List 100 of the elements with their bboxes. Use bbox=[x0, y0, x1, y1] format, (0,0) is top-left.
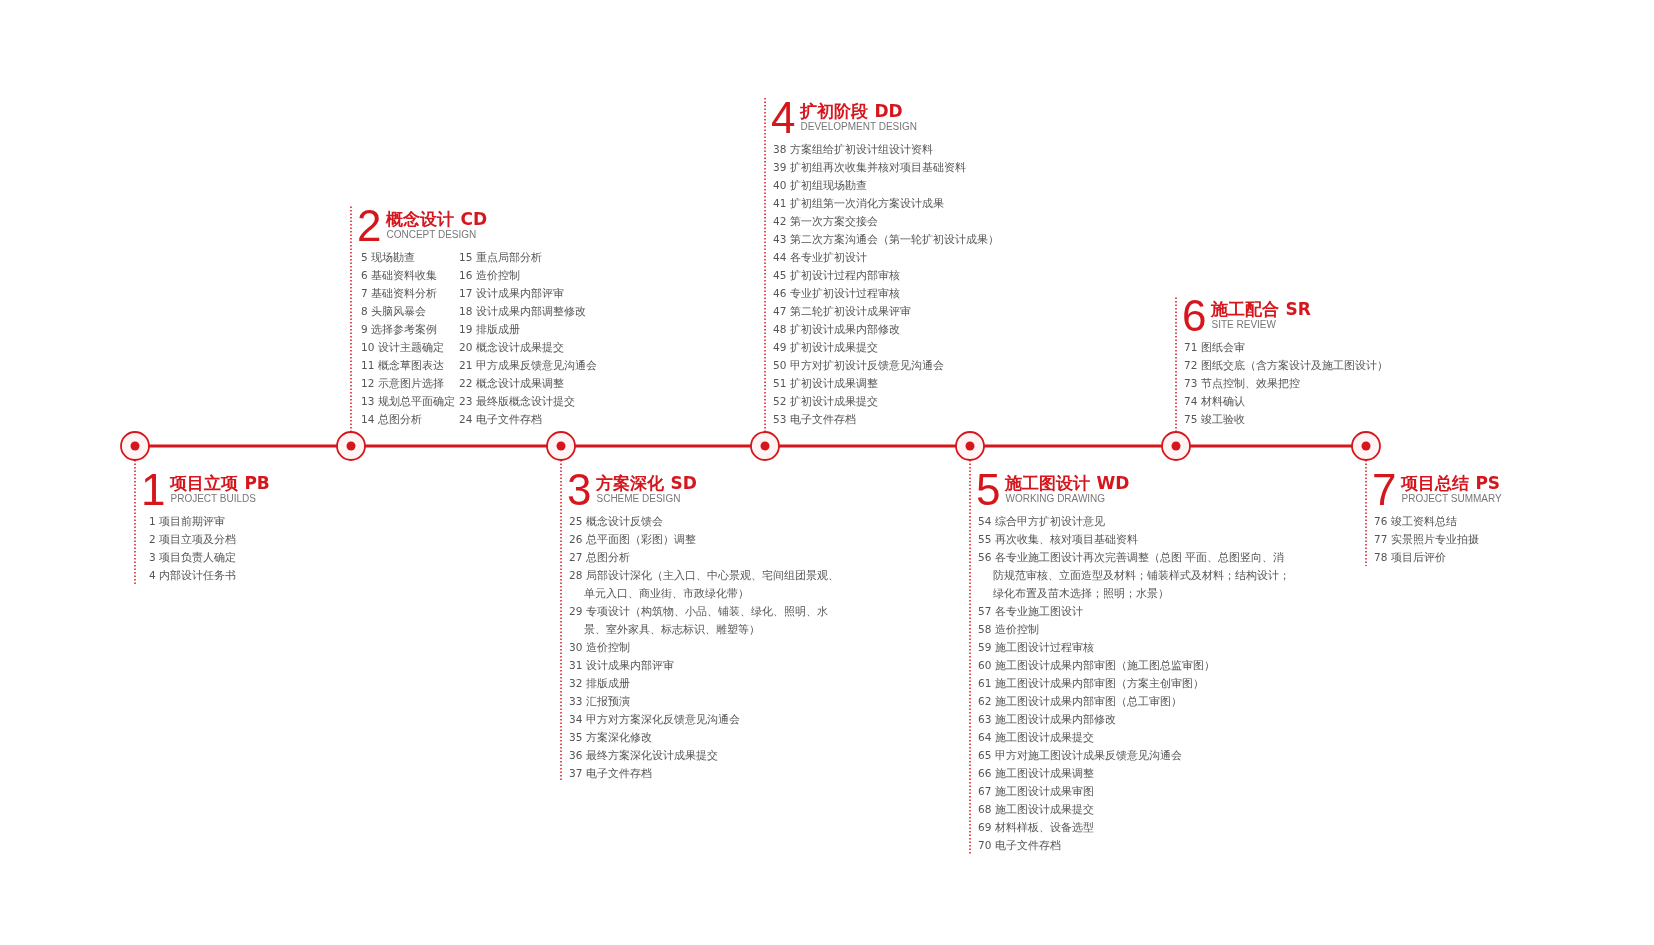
task-item: 57 各专业施工图设计 bbox=[978, 604, 1083, 619]
leader-line bbox=[1365, 459, 1367, 567]
phase-title: 概念设计 CD bbox=[386, 209, 487, 229]
phase-number: 5 bbox=[976, 470, 1001, 510]
task-item: 41 扩初组第一次消化方案设计成果 bbox=[773, 196, 944, 211]
task-item: 13 规划总平面确定 bbox=[361, 394, 455, 409]
phase-title: 施工图设计 WD bbox=[1005, 473, 1130, 493]
task-item: 55 再次收集、核对项目基础资料 bbox=[978, 532, 1138, 547]
task-item: 73 节点控制、效果把控 bbox=[1184, 376, 1300, 391]
task-item: 29 专项设计（构筑物、小品、铺装、绿化、照明、水景、室外家具、标志标识、雕塑等） bbox=[569, 604, 829, 637]
task-item: 25 概念设计反馈会 bbox=[569, 514, 663, 529]
task-item: 78 项目后评价 bbox=[1374, 550, 1446, 565]
task-item: 56 各专业施工图设计再次完善调整（总图 平面、总图竖向、消防规范审核、立面造型及材料；铺装样式及材料；结构设计；绿化布置及苗木选择；照明；水景） bbox=[978, 550, 1291, 601]
task-item: 5 现场勘查 bbox=[361, 250, 416, 265]
task-item: 10 设计主题确定 bbox=[361, 340, 444, 355]
task-item: 51 扩初设计成果调整 bbox=[773, 376, 878, 391]
phase-title: 扩初阶段 DD bbox=[800, 101, 903, 121]
task-item: 43 第二次方案沟通会（第一轮扩初设计成果） bbox=[773, 232, 999, 247]
task-item: 63 施工图设计成果内部修改 bbox=[978, 712, 1116, 727]
task-item: 62 施工图设计成果内部审图（总工审图） bbox=[978, 694, 1182, 709]
task-item: 77 实景照片专业拍摄 bbox=[1374, 532, 1479, 547]
task-item: 14 总图分析 bbox=[361, 412, 422, 427]
task-item: 34 甲方对方案深化反馈意见沟通会 bbox=[569, 712, 740, 727]
phase-number: 7 bbox=[1372, 470, 1397, 510]
task-item: 31 设计成果内部评审 bbox=[569, 658, 674, 673]
task-item: 72 图纸交底（含方案设计及施工图设计） bbox=[1184, 358, 1388, 373]
milestone-marker bbox=[953, 429, 987, 463]
task-item: 42 第一次方案交接会 bbox=[773, 214, 878, 229]
milestone-marker bbox=[544, 429, 578, 463]
phase-title: 项目立项 PB bbox=[170, 473, 270, 493]
milestone-marker bbox=[1159, 429, 1193, 463]
milestone-marker bbox=[748, 429, 782, 463]
task-item: 37 电子文件存档 bbox=[569, 766, 652, 781]
task-item: 2 项目立项及分档 bbox=[149, 532, 237, 547]
task-item: 7 基础资料分析 bbox=[361, 286, 438, 301]
task-item: 9 选择参考案例 bbox=[361, 322, 438, 337]
phase-subtitle: CONCEPT DESIGN bbox=[386, 229, 477, 241]
phase-number: 4 bbox=[771, 98, 796, 138]
task-item: 24 电子文件存档 bbox=[459, 412, 542, 427]
task-item: 36 最终方案深化设计成果提交 bbox=[569, 748, 718, 763]
task-item: 26 总平面图（彩图）调整 bbox=[569, 532, 696, 547]
task-item: 23 最终版概念设计提交 bbox=[459, 394, 575, 409]
phase-title: 方案深化 SD bbox=[596, 473, 697, 493]
phase-number: 2 bbox=[357, 206, 382, 246]
task-item: 11 概念草图表达 bbox=[361, 358, 444, 373]
timeline-line bbox=[1190, 444, 1352, 448]
leader-line bbox=[134, 459, 136, 585]
phase-number: 3 bbox=[567, 470, 592, 510]
task-item: 47 第二轮扩初设计成果评审 bbox=[773, 304, 911, 319]
task-item: 33 汇报预演 bbox=[569, 694, 630, 709]
leader-line bbox=[969, 459, 971, 855]
phase-subtitle: PROJECT BUILDS bbox=[170, 493, 256, 505]
task-item: 53 电子文件存档 bbox=[773, 412, 856, 427]
phase-number: 1 bbox=[141, 470, 166, 510]
task-item: 54 综合甲方扩初设计意见 bbox=[978, 514, 1105, 529]
task-item: 67 施工图设计成果审图 bbox=[978, 784, 1094, 799]
task-item: 59 施工图设计过程审核 bbox=[978, 640, 1094, 655]
task-item: 17 设计成果内部评审 bbox=[459, 286, 564, 301]
task-item: 35 方案深化修改 bbox=[569, 730, 652, 745]
timeline-line bbox=[575, 444, 751, 448]
task-item: 48 扩初设计成果内部修改 bbox=[773, 322, 900, 337]
milestone-marker bbox=[334, 429, 368, 463]
task-item: 16 造价控制 bbox=[459, 268, 520, 283]
phase-subtitle: PROJECT SUMMARY bbox=[1401, 493, 1502, 505]
task-item: 32 排版成册 bbox=[569, 676, 630, 691]
phase-subtitle: SITE REVIEW bbox=[1211, 319, 1276, 331]
task-item: 8 头脑风暴会 bbox=[361, 304, 427, 319]
timeline-line bbox=[365, 444, 547, 448]
timeline-line bbox=[149, 444, 337, 448]
task-item: 1 项目前期评审 bbox=[149, 514, 226, 529]
task-item: 66 施工图设计成果调整 bbox=[978, 766, 1094, 781]
task-item: 6 基础资料收集 bbox=[361, 268, 438, 283]
task-item: 52 扩初设计成果提交 bbox=[773, 394, 878, 409]
task-item: 20 概念设计成果提交 bbox=[459, 340, 564, 355]
task-item: 50 甲方对扩初设计反馈意见沟通会 bbox=[773, 358, 944, 373]
task-item: 46 专业扩初设计过程审核 bbox=[773, 286, 900, 301]
task-item: 69 材料样板、设备选型 bbox=[978, 820, 1094, 835]
task-item: 64 施工图设计成果提交 bbox=[978, 730, 1094, 745]
timeline-line bbox=[779, 444, 956, 448]
task-item: 28 局部设计深化（主入口、中心景观、宅间组团景观、单元入口、商业街、市政绿化带） bbox=[569, 568, 840, 601]
phase-subtitle: WORKING DRAWING bbox=[1005, 493, 1106, 505]
task-item: 19 排版成册 bbox=[459, 322, 520, 337]
task-item: 39 扩初组再次收集并核对项目基础资料 bbox=[773, 160, 966, 175]
task-item: 38 方案组给扩初设计组设计资料 bbox=[773, 142, 933, 157]
phase-number: 6 bbox=[1182, 296, 1207, 336]
task-item: 40 扩初组现场勘查 bbox=[773, 178, 867, 193]
task-item: 21 甲方成果反馈意见沟通会 bbox=[459, 358, 597, 373]
task-item: 61 施工图设计成果内部审图（方案主创审图） bbox=[978, 676, 1204, 691]
task-item: 71 图纸会审 bbox=[1184, 340, 1245, 355]
task-item: 15 重点局部分析 bbox=[459, 250, 542, 265]
milestone-marker bbox=[1349, 429, 1383, 463]
task-item: 68 施工图设计成果提交 bbox=[978, 802, 1094, 817]
task-item: 12 示意图片选择 bbox=[361, 376, 444, 391]
task-item: 76 竣工资料总结 bbox=[1374, 514, 1457, 529]
phase-title: 施工配合 SR bbox=[1211, 299, 1311, 319]
task-item: 22 概念设计成果调整 bbox=[459, 376, 564, 391]
task-item: 30 造价控制 bbox=[569, 640, 630, 655]
task-item: 70 电子文件存档 bbox=[978, 838, 1061, 853]
timeline-line bbox=[984, 444, 1162, 448]
task-item: 60 施工图设计成果内部审图（施工图总监审图） bbox=[978, 658, 1215, 673]
